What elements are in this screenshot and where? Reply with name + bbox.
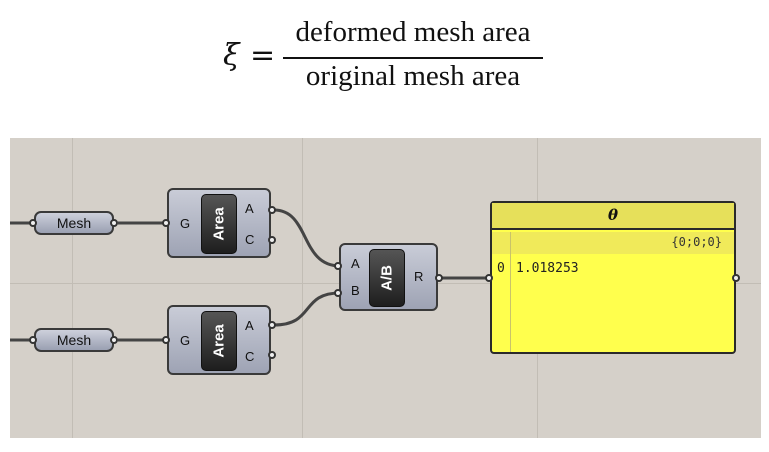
area-ratio-formula: ξ = deformed mesh area original mesh are… xyxy=(0,0,769,128)
area-output-label: A xyxy=(245,201,254,216)
input-port[interactable] xyxy=(334,262,342,270)
output-port[interactable] xyxy=(268,236,276,244)
component-core: Area xyxy=(201,311,237,371)
wire-layer xyxy=(10,208,490,342)
area-component[interactable]: G Area A C xyxy=(167,305,271,375)
mesh-parameter[interactable]: Mesh xyxy=(34,211,114,235)
output-port[interactable] xyxy=(732,274,740,282)
output-port[interactable] xyxy=(435,274,443,282)
theta-panel[interactable]: θ {0;0;0} 0 1.018253 xyxy=(490,201,736,354)
geometry-input-label: G xyxy=(180,216,191,231)
area-core-label: Area xyxy=(210,324,228,358)
wire-area2-a-to-div-b xyxy=(273,291,341,327)
panel-index-divider xyxy=(510,232,511,352)
panel-header[interactable]: θ xyxy=(492,203,734,230)
centroid-output-label: C xyxy=(245,349,255,364)
output-port[interactable] xyxy=(268,321,276,329)
output-port[interactable] xyxy=(268,206,276,214)
panel-item-index: 0 xyxy=(497,261,505,276)
division-component[interactable]: A B A/B R xyxy=(339,243,438,311)
input-port[interactable] xyxy=(334,289,342,297)
grid-line xyxy=(302,138,303,438)
formula-numerator: deformed mesh area xyxy=(295,16,531,48)
equals-sign: = xyxy=(250,38,276,73)
panel-item-value: 1.018253 xyxy=(516,261,579,276)
input-port[interactable] xyxy=(485,274,493,282)
division-core-label: A/B xyxy=(378,265,396,291)
input-port[interactable] xyxy=(162,336,170,344)
area-core-label: Area xyxy=(210,207,228,241)
input-port[interactable] xyxy=(29,336,37,344)
input-b-label: B xyxy=(351,283,360,298)
output-port[interactable] xyxy=(110,219,118,227)
output-port[interactable] xyxy=(268,351,276,359)
area-output-label: A xyxy=(245,318,254,333)
output-port[interactable] xyxy=(110,336,118,344)
input-a-label: A xyxy=(351,256,360,271)
component-core: A/B xyxy=(369,249,405,307)
panel-title: θ xyxy=(607,206,618,224)
result-output-label: R xyxy=(414,269,424,284)
grid-line xyxy=(72,138,73,438)
input-port[interactable] xyxy=(162,219,170,227)
panel-data-path: {0;0;0} xyxy=(671,235,722,249)
input-port[interactable] xyxy=(29,219,37,227)
node-canvas[interactable]: Mesh Mesh G Area A C G Area A C A B A/B … xyxy=(10,138,761,438)
xi-symbol: ξ xyxy=(223,38,240,73)
fraction-bar xyxy=(283,57,543,59)
geometry-input-label: G xyxy=(180,333,191,348)
mesh-parameter[interactable]: Mesh xyxy=(34,328,114,352)
component-core: Area xyxy=(201,194,237,254)
area-component[interactable]: G Area A C xyxy=(167,188,271,258)
panel-path-bar xyxy=(492,232,734,254)
formula-denominator: original mesh area xyxy=(305,60,521,92)
centroid-output-label: C xyxy=(245,232,255,247)
wire-area1-a-to-div-a xyxy=(273,208,341,268)
